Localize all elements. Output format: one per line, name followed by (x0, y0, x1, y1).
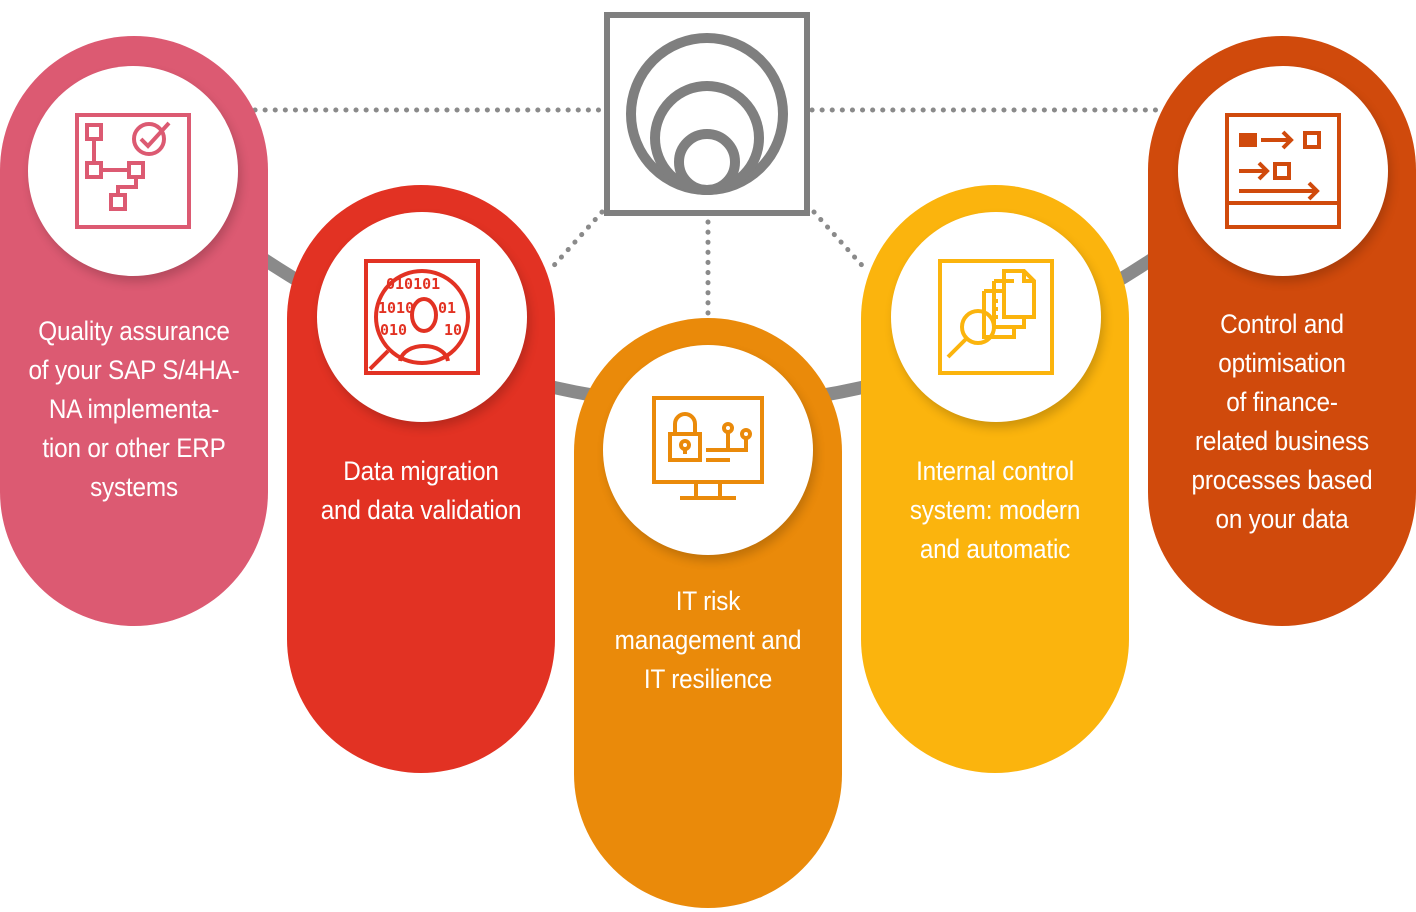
label-internal-control: Internal control system: modern and auto… (909, 456, 1081, 564)
svg-text:010101: 010101 (386, 275, 440, 293)
documents-magnifier-icon (938, 259, 1054, 375)
center-emblem (604, 12, 810, 216)
dotted-line-down-right (811, 209, 871, 275)
label-it-risk: IT risk management and IT resilience (614, 586, 802, 694)
svg-text:10: 10 (444, 321, 462, 339)
icon-circle-internal-control (891, 212, 1101, 422)
icon-circle-data-migration: 010101 1010 01 010 10 (317, 212, 527, 422)
svg-text:1010: 1010 (378, 299, 414, 317)
icon-circle-quality-assurance (28, 66, 238, 276)
label-data-migration: Data migration and data validation (320, 456, 522, 525)
svg-text:01: 01 (438, 299, 456, 317)
concentric-circles-icon (626, 33, 788, 195)
svg-text:010: 010 (380, 321, 407, 339)
label-quality-assurance: Quality assurance of your SAP S/4HA- NA … (28, 316, 240, 502)
dotted-line-down-left (545, 209, 605, 275)
icon-circle-finance-processes (1178, 66, 1388, 276)
binary-data-person-icon: 010101 1010 01 010 10 (364, 259, 480, 375)
flowchart-checkmark-icon (75, 113, 191, 229)
label-finance-processes: Control and optimisation of finance- rel… (1191, 309, 1373, 534)
icon-circle-it-risk (603, 345, 813, 555)
monitor-lock-circuit-icon (652, 396, 764, 500)
process-arrows-icon (1225, 113, 1341, 229)
